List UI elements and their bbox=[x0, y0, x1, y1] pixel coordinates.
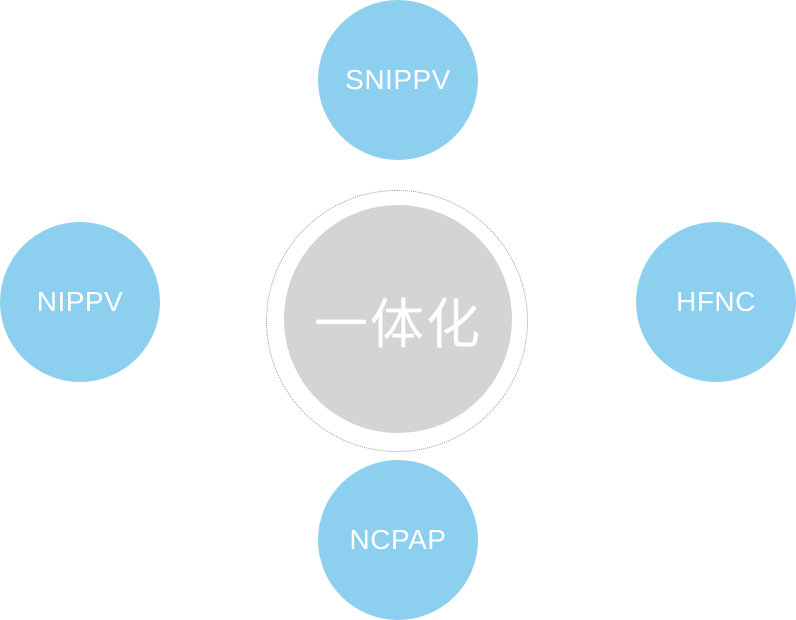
node-ncpap: NCPAP bbox=[318, 460, 478, 620]
center-label: 一体化 bbox=[314, 292, 482, 356]
node-nippv-label: NIPPV bbox=[36, 286, 124, 317]
center-dotted-ring bbox=[266, 190, 528, 452]
node-hfnc: HFNC bbox=[636, 222, 796, 382]
node-ncpap-label: NCPAP bbox=[349, 524, 447, 555]
node-snippv-label: SNIPPV bbox=[345, 64, 451, 95]
node-hfnc-label: HFNC bbox=[676, 286, 756, 317]
center-circle: 一体化 bbox=[284, 205, 512, 433]
node-snippv: SNIPPV bbox=[318, 0, 478, 160]
node-nippv: NIPPV bbox=[0, 222, 160, 382]
